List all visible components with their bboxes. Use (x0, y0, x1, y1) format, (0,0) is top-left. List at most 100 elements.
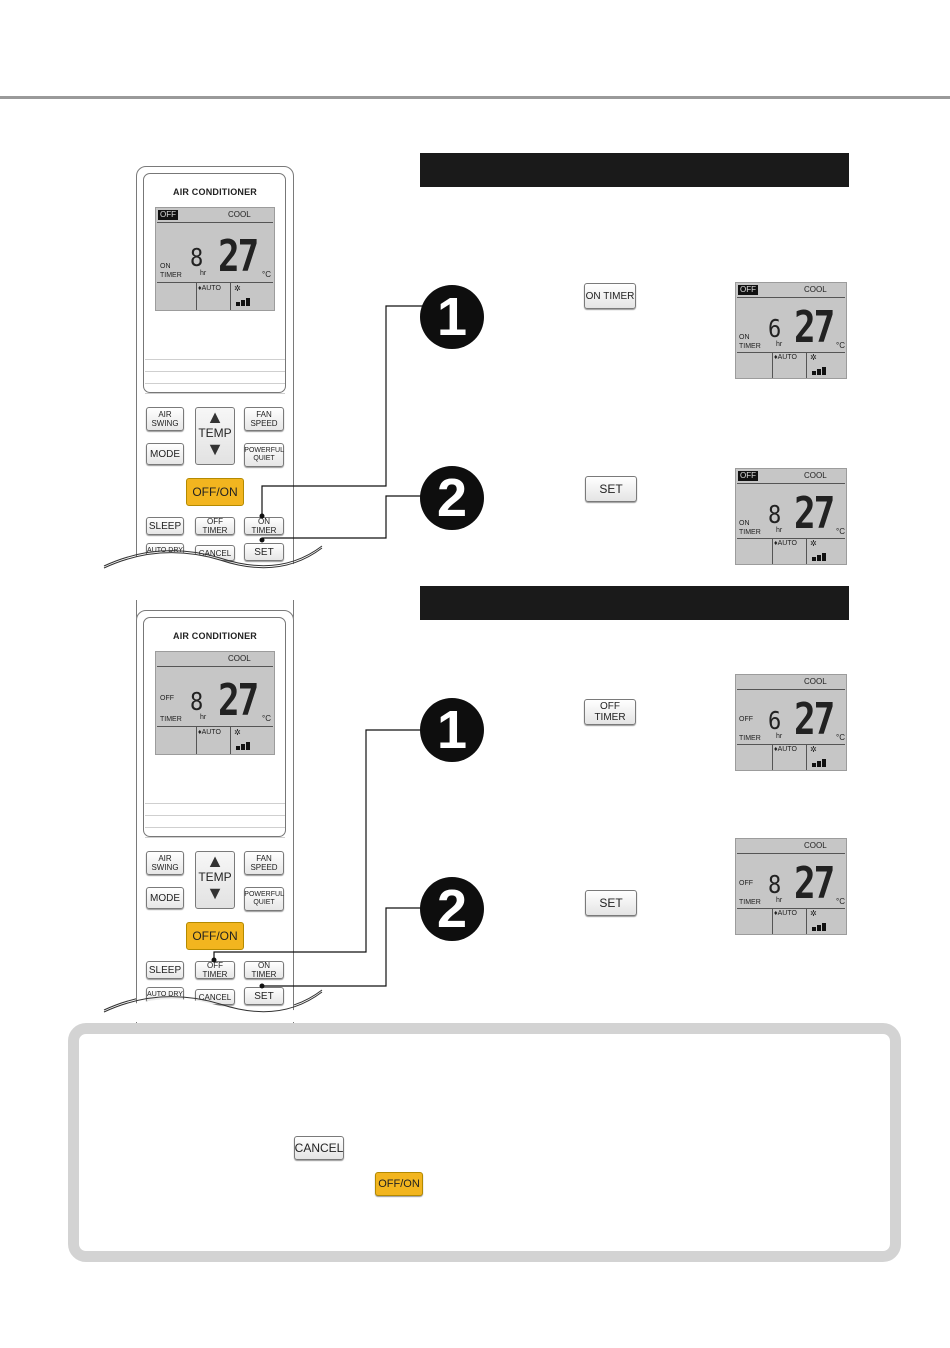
fan-speed-button[interactable]: FAN SPEED (244, 851, 284, 875)
lcd-hours: 8 (768, 871, 782, 900)
lcd-hr-label: hr (776, 341, 783, 348)
step-2-number: 2 (420, 466, 484, 530)
lcd-unit: °C (836, 733, 845, 742)
fan-icon: ✲ (810, 745, 817, 754)
cancel-button[interactable]: CANCEL (294, 1136, 344, 1160)
on-timer-button[interactable]: ON TIMER (244, 517, 284, 535)
lcd-auto: ♦AUTO (774, 910, 797, 917)
temp-down-icon[interactable]: ▼ (206, 883, 224, 903)
air-swing-button[interactable]: AIR SWING (146, 851, 184, 875)
off-timer-button[interactable]: OFF TIMER (195, 517, 235, 535)
lcd-unit: °C (836, 527, 845, 536)
set-button[interactable]: SET (244, 987, 284, 1005)
sleep-button[interactable]: SLEEP (146, 517, 184, 535)
note-box (68, 1023, 901, 1262)
fan-level-icon (812, 367, 826, 375)
set-button[interactable]: SET (244, 543, 284, 561)
temp-up-icon[interactable]: ▲ (206, 407, 224, 427)
lcd-hours: 8 (190, 688, 204, 717)
lcd-hours: 6 (768, 707, 782, 736)
lcd-hours: 8 (768, 501, 782, 530)
lcd-off-tag: OFF (158, 210, 178, 220)
lcd-hr-label: hr (776, 897, 783, 904)
lcd-timer-bottom: TIMER (739, 529, 761, 536)
fan-speed-button[interactable]: FAN SPEED (244, 407, 284, 431)
lcd-hr-label: hr (200, 714, 207, 721)
temp-button[interactable]: ▲ TEMP ▼ (195, 407, 235, 465)
lcd-temperature: 27 (794, 489, 835, 539)
temp-button[interactable]: ▲ TEMP ▼ (195, 851, 235, 909)
fan-level-icon (812, 923, 826, 931)
section-bar-off-timer (420, 586, 849, 620)
lcd-unit: °C (262, 270, 271, 279)
lcd-auto: ♦AUTO (774, 354, 797, 361)
lcd-timer-top: ON (739, 520, 750, 527)
lcd-mode: COOL (804, 285, 827, 294)
off-on-button[interactable]: OFF/ON (375, 1172, 423, 1196)
lcd-hours: 8 (190, 244, 204, 273)
lcd-timer-top: ON (739, 334, 750, 341)
lcd-auto: ♦AUTO (198, 729, 221, 736)
remote-control: AIR CONDITIONER COOL OFF TIMER 8 hr 27 °… (136, 610, 294, 1070)
lcd-temperature: 27 (794, 695, 835, 745)
step-1-number: 1 (420, 698, 484, 762)
fan-icon: ✲ (810, 539, 817, 548)
powerful-quiet-button[interactable]: POWERFUL QUIET (244, 443, 284, 467)
temp-up-icon[interactable]: ▲ (206, 851, 224, 871)
on-timer-button[interactable]: ON TIMER (584, 283, 636, 309)
lcd-unit: °C (262, 714, 271, 723)
air-swing-button[interactable]: AIR SWING (146, 407, 184, 431)
lcd-temperature: 27 (218, 676, 259, 726)
remote-lcd: OFF COOL ON TIMER 8 hr 27 °C ♦AUTO ✲ (155, 207, 275, 311)
lcd-temperature: 27 (794, 303, 835, 353)
off-timer-button[interactable]: OFF TIMER (584, 699, 636, 725)
step-lcd: OFF COOL ON TIMER 8 hr 27 °C ♦AUTO ✲ (735, 468, 847, 565)
lcd-timer-top: ON (160, 263, 171, 270)
mode-button[interactable]: MODE (146, 887, 184, 909)
set-button[interactable]: SET (585, 476, 637, 502)
lcd-timer-top: OFF (739, 716, 753, 723)
step-lcd: COOL OFF TIMER 8 hr 27 °C ♦AUTO ✲ (735, 838, 847, 935)
fan-level-icon (236, 742, 250, 750)
step-lcd: COOL OFF TIMER 6 hr 27 °C ♦AUTO ✲ (735, 674, 847, 771)
fan-icon: ✲ (810, 353, 817, 362)
remote-title: AIR CONDITIONER (173, 631, 257, 641)
lcd-temperature: 27 (794, 859, 835, 909)
lcd-unit: °C (836, 897, 845, 906)
lcd-timer-top: OFF (160, 695, 174, 702)
fan-level-icon (812, 553, 826, 561)
off-timer-button[interactable]: OFF TIMER (195, 961, 235, 979)
fan-level-icon (236, 298, 250, 306)
lcd-auto: ♦AUTO (774, 746, 797, 753)
fan-icon: ✲ (234, 284, 241, 293)
cancel-button[interactable]: CANCEL (195, 545, 235, 561)
auto-dry-button[interactable]: AUTO DRY (146, 543, 184, 559)
cancel-button[interactable]: CANCEL (195, 989, 235, 1005)
remote-title: AIR CONDITIONER (173, 187, 257, 197)
lcd-hr-label: hr (776, 733, 783, 740)
temp-down-icon[interactable]: ▼ (206, 439, 224, 459)
temp-label: TEMP (198, 870, 232, 884)
mode-button[interactable]: MODE (146, 443, 184, 465)
lcd-mode: COOL (228, 210, 251, 219)
temp-label: TEMP (198, 426, 232, 440)
fan-level-icon (812, 759, 826, 767)
off-on-button[interactable]: OFF/ON (186, 478, 244, 506)
auto-dry-button[interactable]: AUTO DRY (146, 987, 184, 1003)
off-on-button[interactable]: OFF/ON (186, 922, 244, 950)
section-bar-on-timer (420, 153, 849, 187)
sleep-button[interactable]: SLEEP (146, 961, 184, 979)
remote-lcd: COOL OFF TIMER 8 hr 27 °C ♦AUTO ✲ (155, 651, 275, 755)
powerful-quiet-button[interactable]: POWERFUL QUIET (244, 887, 284, 911)
lcd-hours: 6 (768, 315, 782, 344)
lcd-timer-bottom: TIMER (739, 343, 761, 350)
lcd-auto: ♦AUTO (198, 285, 221, 292)
step-1-number: 1 (420, 285, 484, 349)
set-button[interactable]: SET (585, 890, 637, 916)
lcd-mode: COOL (804, 841, 827, 850)
lcd-timer-bottom: TIMER (160, 272, 182, 279)
lcd-unit: °C (836, 341, 845, 350)
lcd-hr-label: hr (776, 527, 783, 534)
on-timer-button[interactable]: ON TIMER (244, 961, 284, 979)
lcd-mode: COOL (804, 677, 827, 686)
